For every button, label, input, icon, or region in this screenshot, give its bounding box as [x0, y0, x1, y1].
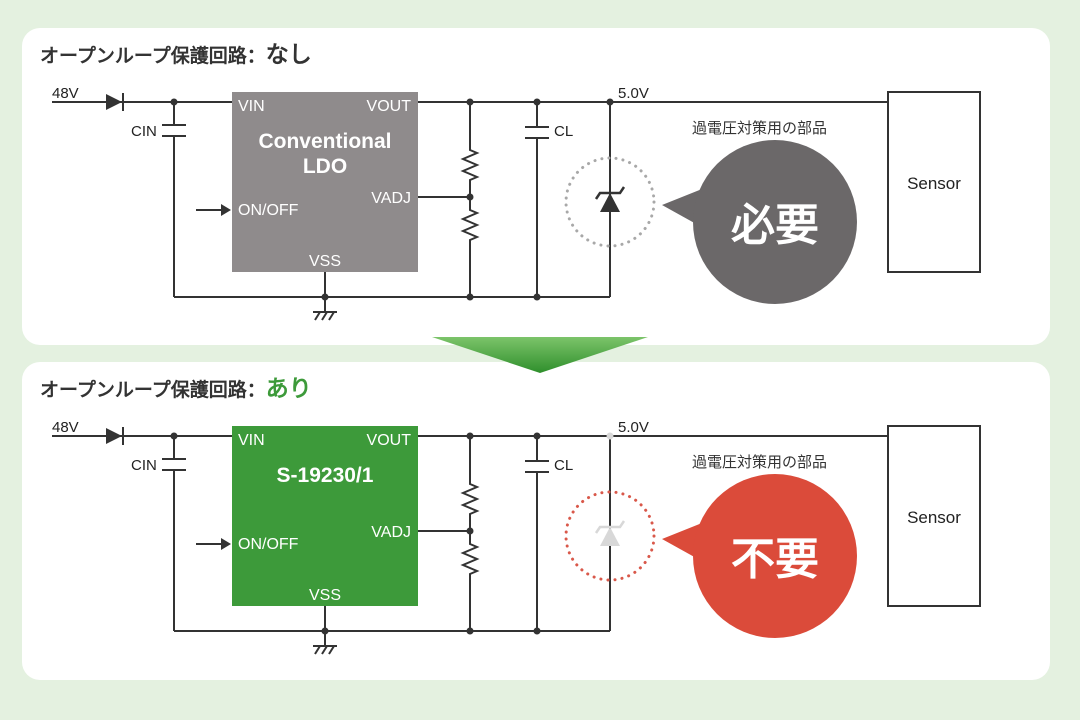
down-arrow: [432, 337, 648, 373]
output-voltage-label: 5.0V: [618, 85, 649, 102]
protection-status: あり: [266, 376, 312, 402]
sensor-label: Sensor: [907, 174, 961, 193]
chip-name-line2: LDO: [303, 155, 347, 178]
pin-vin: VIN: [238, 98, 265, 115]
sensor-box: [887, 91, 981, 273]
pin-vout: VOUT: [367, 432, 412, 449]
onoff-arrow-icon: [196, 538, 231, 550]
ldo-chip: [232, 92, 418, 272]
protection-part-label: 過電圧対策用の部品: [692, 453, 827, 471]
pin-vss: VSS: [309, 587, 341, 604]
pin-vin: VIN: [238, 432, 265, 449]
circuit-panel-0: オープンループ保護回路：なし 48V CIN VIN VOUT Conventi…: [40, 42, 981, 321]
resistor-divider-icon: [418, 98, 480, 301]
output-node: [606, 98, 614, 106]
output-voltage-label: 5.0V: [618, 419, 649, 436]
callout-text: 不要: [731, 534, 819, 585]
highlight-circle: [564, 156, 656, 248]
pin-vss: VSS: [309, 253, 341, 270]
panel-title: オープンループ保護回路：あり: [40, 376, 312, 402]
callout-text: 必要: [731, 200, 819, 251]
diode-icon: [106, 93, 124, 111]
protection-part-label: 過電圧対策用の部品: [692, 119, 827, 137]
zener-diode-icon: [594, 520, 626, 546]
callout-bubble: [662, 474, 857, 638]
zener-diode-icon: [594, 186, 626, 212]
protection-status: なし: [266, 42, 312, 68]
input-capacitor-icon: [162, 436, 186, 631]
output-node: [606, 432, 614, 440]
ldo-chip: [232, 426, 418, 606]
ground-icon: [313, 272, 337, 321]
circuit-panel-1: オープンループ保護回路：あり 48V CIN VIN VOUT S-19230/…: [40, 376, 981, 655]
sensor-box: [887, 425, 981, 607]
chip-name-line1: S-19230/1: [277, 464, 374, 487]
pin-vout: VOUT: [367, 98, 412, 115]
input-voltage-label: 48V: [52, 419, 79, 436]
onoff-arrow-icon: [196, 204, 231, 216]
cin-label: CIN: [131, 123, 157, 140]
ground-icon: [313, 606, 337, 655]
sensor-label: Sensor: [907, 508, 961, 527]
input-capacitor-icon: [162, 102, 186, 297]
output-capacitor-icon: [525, 98, 549, 301]
cin-label: CIN: [131, 457, 157, 474]
cl-label: CL: [554, 457, 573, 474]
panel-title: オープンループ保護回路：なし: [40, 42, 312, 68]
pin-onoff: ON/OFF: [238, 202, 299, 219]
highlight-circle: [564, 490, 656, 582]
pin-vadj: VADJ: [371, 190, 411, 207]
pin-vadj: VADJ: [371, 524, 411, 541]
diode-icon: [106, 427, 124, 445]
pin-onoff: ON/OFF: [238, 536, 299, 553]
callout-bubble: [662, 140, 857, 304]
cl-label: CL: [554, 123, 573, 140]
chip-name-line1: Conventional: [258, 130, 391, 153]
resistor-divider-icon: [418, 432, 480, 635]
input-voltage-label: 48V: [52, 85, 79, 102]
